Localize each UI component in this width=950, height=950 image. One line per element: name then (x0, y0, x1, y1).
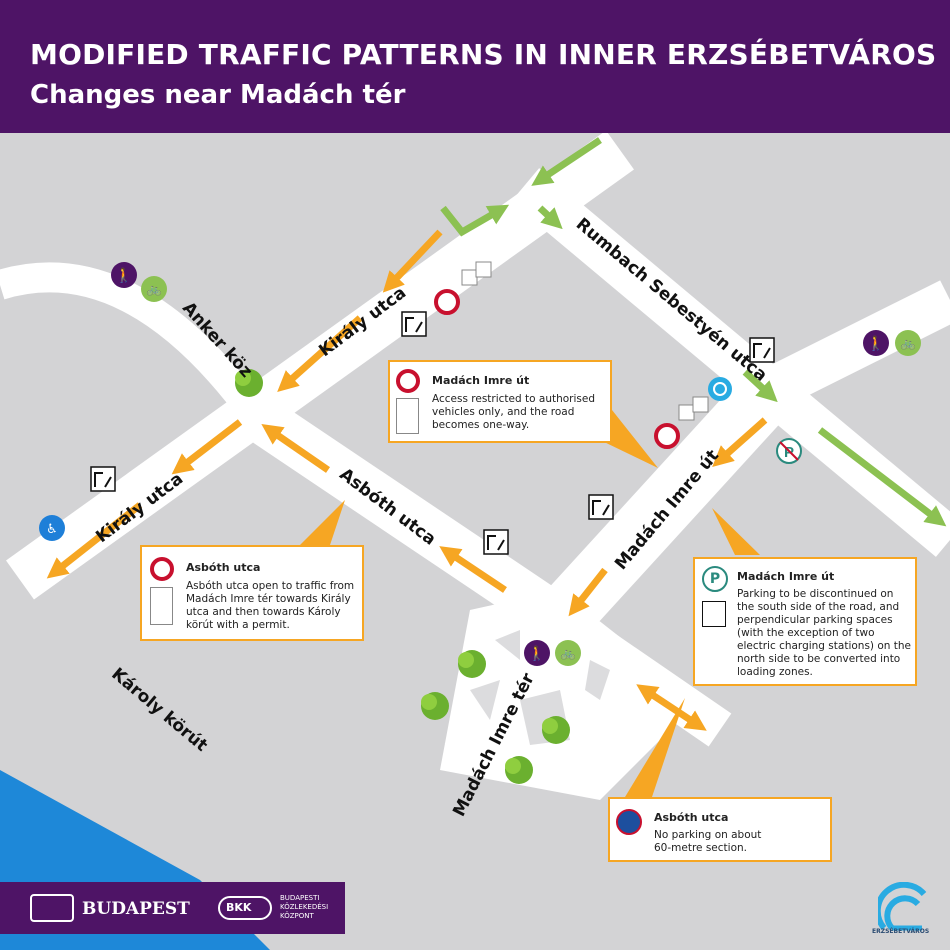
restricted-entry-icon (150, 557, 174, 581)
svg-text:🚶: 🚶 (115, 267, 132, 284)
plate-icon (150, 587, 173, 625)
footer-logos: BUDAPEST BKK BUDAPESTI KÖZLEKEDÉSI KÖZPO… (0, 882, 345, 934)
svg-text:P: P (784, 444, 794, 461)
plate-icon (396, 398, 419, 434)
supplementary-plates (461, 261, 709, 421)
svg-text:🚲: 🚲 (561, 646, 576, 660)
info-box-asboth-noparking: Asbóth utca No parking on about 60-metre… (608, 797, 832, 862)
budapest-crest-icon (30, 894, 74, 922)
restricted-entry-signs (434, 289, 680, 449)
header: MODIFIED TRAFFIC PATTERNS IN INNER ERZSÉ… (0, 0, 950, 133)
svg-text:🚶: 🚶 (867, 335, 884, 352)
svg-text:🚲: 🚲 (147, 282, 162, 296)
page-title: MODIFIED TRAFFIC PATTERNS IN INNER ERZSÉ… (30, 38, 937, 71)
callout-pointers (300, 410, 760, 797)
erzsebetvaros-logo-text: ERZSÉBETVÁROS (872, 928, 930, 935)
ev-charging-icon (708, 377, 732, 401)
info-box-madach-access: Madách Imre út Access restricted to auth… (388, 360, 612, 443)
loading-zone-icon (702, 601, 726, 627)
svg-text:🚶: 🚶 (528, 645, 545, 662)
page-subtitle: Changes near Madách tér (30, 80, 406, 110)
bkk-text: BUDAPESTI KÖZLEKEDÉSI KÖZPONT (280, 894, 329, 920)
info-box-madach-parking: P Madách Imre út Parking to be discontin… (693, 557, 917, 686)
bkk-logo: BKK (218, 896, 272, 920)
no-parking-p-icon: P (702, 566, 728, 592)
no-parking-icon (616, 809, 642, 835)
pedestrian-bike-icons: 🚶 🚲 🚶 🚲 🚶 🚲 ♿ (39, 262, 921, 666)
budapest-logo-text: BUDAPEST (82, 899, 190, 919)
restricted-entry-icon (396, 369, 420, 393)
info-box-asboth-open: Asbóth utca Asbóth utca open to traffic … (140, 545, 364, 641)
parking-discontinued-icon: P (776, 438, 802, 464)
traffic-arrows (46, 229, 768, 731)
cycle-arrows (440, 137, 947, 527)
svg-text:🚲: 🚲 (901, 336, 916, 350)
erzsebetvaros-logo (878, 882, 927, 931)
svg-text:♿: ♿ (46, 522, 58, 537)
tree-icons (235, 369, 570, 784)
